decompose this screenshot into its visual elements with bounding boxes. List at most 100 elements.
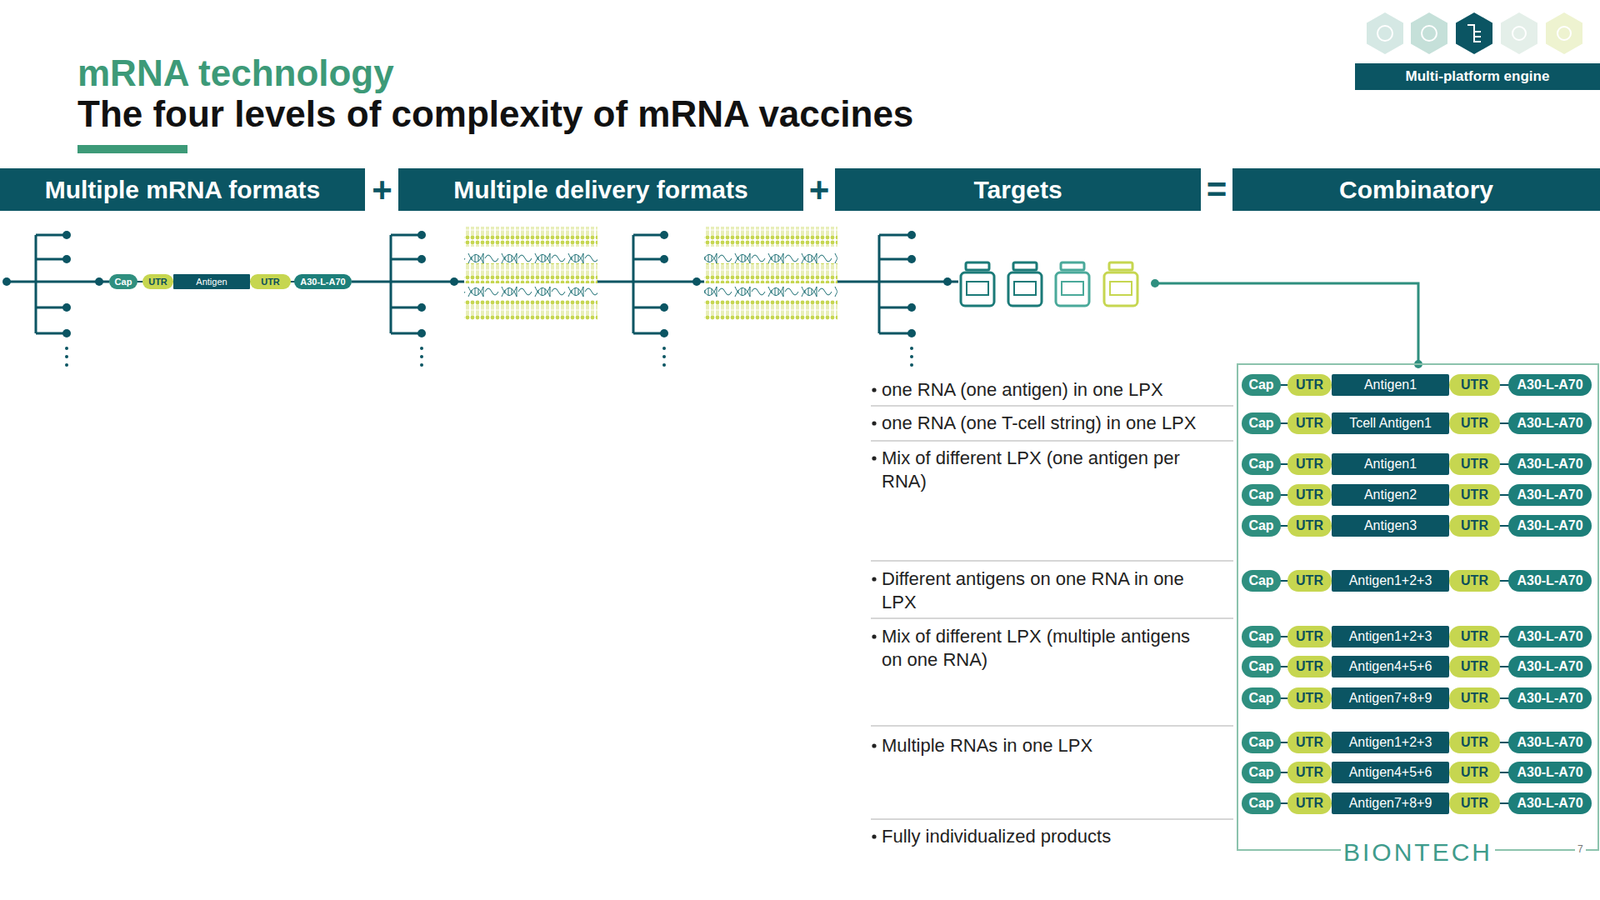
badge-text: Multi-platform engine <box>1355 63 1600 90</box>
equals-sign: = <box>1202 169 1231 211</box>
cap-segment: Cap <box>1241 374 1281 396</box>
segment-label: UTR <box>1460 795 1489 811</box>
antigen-segment: Antigen7+8+9 <box>1331 687 1450 710</box>
cap-segment: Cap <box>1241 453 1281 475</box>
segment-label: Cap <box>1248 659 1274 675</box>
antigen-segment: Antigen1+2+3 <box>1331 731 1450 754</box>
tail-segment: A30-L-A70 <box>1508 570 1592 592</box>
cap-segment: Cap <box>1241 731 1281 754</box>
tail-segment: A30-L-A70 <box>1508 412 1592 435</box>
tree-dots <box>2 230 1423 369</box>
antigen-segment: Antigen4+5+6 <box>1331 655 1450 678</box>
utr-segment: UTR <box>1449 655 1500 678</box>
utr-segment: UTR <box>1449 453 1500 475</box>
segment-label: Antigen7+8+9 <box>1349 795 1433 811</box>
segment-label: UTR <box>1460 629 1489 645</box>
utr-segment: UTR <box>1449 570 1500 592</box>
utr-segment: UTR <box>1287 570 1332 592</box>
segment-label: Antigen1+2+3 <box>1349 573 1433 589</box>
tail-segment: A30-L-A70 <box>1508 761 1592 784</box>
utr-segment: UTR <box>1287 687 1332 710</box>
utr-segment: UTR <box>1449 687 1500 710</box>
tail-segment: A30-L-A70 <box>1508 515 1592 537</box>
tail-segment: A30-L-A70 <box>1508 655 1592 678</box>
tail-segment: A30-L-A70 <box>1508 687 1592 710</box>
tree-branches <box>6 235 1419 365</box>
cap-segment: Cap <box>1241 792 1281 815</box>
title-underline <box>77 145 188 154</box>
segment-label: UTR <box>1460 518 1489 534</box>
segment-label: UTR <box>1295 690 1324 706</box>
cap-segment: Cap <box>1241 655 1281 678</box>
segment-label: A30-L-A70 <box>1516 487 1583 503</box>
segment-label: Antigen4+5+6 <box>1349 765 1433 780</box>
tail-segment: A30-L-A70 <box>294 274 352 290</box>
segment-label: Multiple delivery formats <box>453 175 748 205</box>
cap-segment: Cap <box>1241 515 1281 537</box>
segment-label: A30-L-A70 <box>1516 573 1583 589</box>
segment-label: UTR <box>1460 573 1489 589</box>
segment-label: UTR <box>1460 659 1489 675</box>
segment-label: UTR <box>260 276 280 287</box>
bullet-text: one RNA (one T-cell string) in one LPX <box>881 411 1232 435</box>
tail-segment: A30-L-A70 <box>1508 374 1592 396</box>
segment-label: A30-L-A70 <box>1516 518 1583 534</box>
segment-label: UTR <box>1295 765 1324 780</box>
segment-label: A30-L-A70 <box>1516 735 1583 750</box>
segment-label: UTR <box>1295 795 1324 811</box>
plus-sign: + <box>369 169 395 211</box>
segment-label: Multiple mRNA formats <box>45 175 321 205</box>
cap-segment: Cap <box>1241 570 1281 592</box>
segment-label: UTR <box>1460 415 1489 431</box>
cap-segment: Cap <box>1241 761 1281 784</box>
segment-label: Cap <box>1248 377 1274 393</box>
separator-lines <box>870 405 1234 820</box>
segment-label: Cap <box>1248 765 1274 780</box>
segment-label: A30-L-A70 <box>1516 659 1583 675</box>
segment-label: Antigen1 <box>1364 377 1417 393</box>
cap-segment: Cap <box>1241 412 1281 435</box>
segment-label: UTR <box>1295 629 1324 645</box>
segment-label: Cap <box>1248 690 1274 706</box>
slide-title: The four levels of complexity of mRNA va… <box>77 93 914 135</box>
segment-label: A30-L-A70 <box>300 276 345 287</box>
cap-segment: Cap <box>1241 625 1281 648</box>
segment-label: UTR <box>1295 735 1324 750</box>
segment-label: Cap <box>1248 795 1274 811</box>
segment-label: Combinatory <box>1339 175 1494 205</box>
cap-segment: Cap <box>1241 687 1281 710</box>
platform-hexagons <box>1366 12 1583 55</box>
bullet-dots <box>871 387 876 839</box>
utr-segment: UTR <box>142 274 174 290</box>
bullet-text: Different antigens on one RNA in one LPX <box>881 567 1199 614</box>
section-heading: mRNA technology <box>77 50 395 96</box>
combinatory-panel <box>1237 364 1599 850</box>
utr-segment: UTR <box>1287 655 1332 678</box>
tail-segment: A30-L-A70 <box>1508 453 1592 475</box>
antigen-segment: Antigen1+2+3 <box>1331 570 1450 592</box>
header-band: Targets <box>835 168 1201 211</box>
antigen-segment: Antigen <box>173 274 250 290</box>
page-number: 7 <box>1575 843 1586 856</box>
segment-label: Antigen1+2+3 <box>1349 735 1433 750</box>
utr-segment: UTR <box>1287 731 1332 754</box>
segment-label: Antigen7+8+9 <box>1349 690 1433 706</box>
segment-label: Cap <box>1248 415 1274 431</box>
segment-label: Cap <box>1248 629 1274 645</box>
segment-label: Cap <box>1248 456 1274 472</box>
segment-label: A30-L-A70 <box>1516 415 1583 431</box>
segment-label: A30-L-A70 <box>1516 629 1583 645</box>
segment-label: Antigen <box>195 276 227 287</box>
lipid-bilayer <box>464 226 838 320</box>
segment-label: UTR <box>1460 765 1489 780</box>
vial-icons <box>960 262 1138 306</box>
segment-label: UTR <box>1295 573 1324 589</box>
segment-label: A30-L-A70 <box>1516 795 1583 811</box>
segment-label: A30-L-A70 <box>1516 456 1583 472</box>
utr-segment: UTR <box>1449 374 1500 396</box>
segment-label: Cap <box>1248 735 1274 750</box>
segment-label: Antigen2 <box>1364 487 1417 503</box>
cap-segment: Cap <box>109 274 138 290</box>
segment-label: UTR <box>1295 456 1324 472</box>
utr-segment: UTR <box>1287 412 1332 435</box>
